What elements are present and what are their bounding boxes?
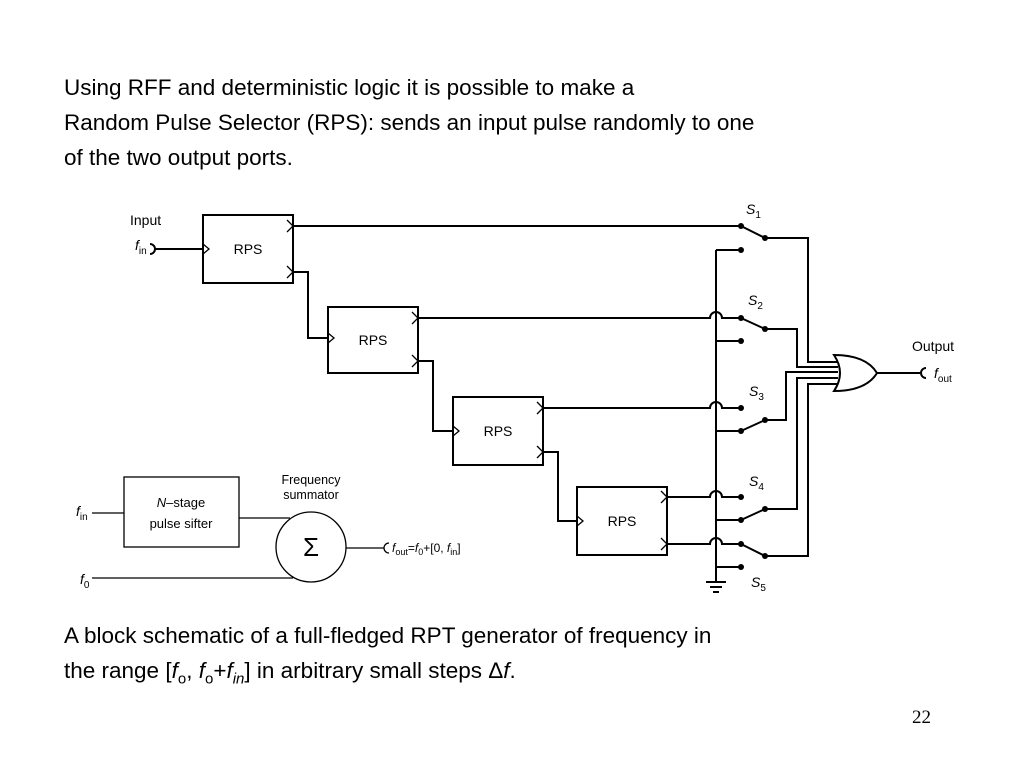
switch-label-s2: S2	[748, 292, 763, 312]
intro-line-2: Random Pulse Selector (RPS): sends an in…	[64, 110, 755, 135]
svg-text:RPS: RPS	[608, 513, 637, 529]
summator-output-terminal	[346, 542, 390, 554]
output-f-label: fout	[934, 365, 952, 385]
or-gate	[832, 353, 879, 393]
rps-block-4: RPS	[576, 486, 668, 556]
output-label: Output	[912, 338, 954, 354]
intro-paragraph: Using RFF and deterministic logic it is …	[64, 70, 754, 175]
summator-label-line2: summator	[283, 488, 339, 502]
rps4-top-output	[667, 490, 740, 498]
rps-block-1: RPS	[202, 214, 294, 284]
sifter-f-in-label: fin	[76, 503, 88, 523]
or-gate-input-wires	[765, 237, 838, 557]
sigma-icon: Σ	[303, 532, 319, 562]
caption-line-2: the range [fo, fo+fin] in arbitrary smal…	[64, 658, 516, 688]
input-f-label: fin	[135, 237, 147, 257]
cascade-wire-1	[293, 271, 328, 339]
ground-taps	[716, 249, 740, 568]
input-label: Input	[130, 212, 161, 228]
rps-block-2: RPS	[327, 306, 419, 374]
svg-text:RPS: RPS	[359, 332, 388, 348]
svg-text:RPS: RPS	[484, 423, 513, 439]
rps2-top-output	[418, 311, 740, 319]
ground-icon	[706, 581, 726, 593]
f0-label: f0	[80, 571, 90, 591]
cascade-wire-2	[418, 360, 453, 432]
rps3-top-output	[543, 401, 740, 409]
switch-label-s1: S1	[746, 201, 761, 221]
pulse-sifter-block: N–stage pulse sifter	[123, 476, 240, 548]
rps4-bottom-output	[667, 537, 740, 545]
svg-text:RPS: RPS	[234, 241, 263, 257]
summator-label-line1: Frequency	[281, 473, 341, 487]
intro-line-1: Using RFF and deterministic logic it is …	[64, 75, 635, 100]
cascade-wire-3	[543, 451, 577, 522]
input-terminal	[149, 243, 203, 255]
svg-text:N–stage: N–stage	[157, 495, 205, 510]
rps-block-3: RPS	[452, 396, 544, 466]
output-terminal	[877, 367, 927, 379]
caption-paragraph: A block schematic of a full-fledged RPT …	[64, 618, 711, 697]
caption-line-1: A block schematic of a full-fledged RPT …	[64, 623, 712, 648]
svg-text:pulse sifter: pulse sifter	[150, 516, 214, 531]
intro-line-3: of the two output ports.	[64, 145, 293, 170]
summator-output-formula: fout=f0+[0, fin]	[392, 541, 461, 557]
page-number: 22	[912, 707, 931, 728]
switch-blades	[740, 225, 766, 557]
switch-label-s3: S3	[749, 383, 764, 403]
switch-label-s5: S5	[751, 574, 766, 594]
switch-label-s4: S4	[749, 473, 764, 493]
frequency-summator: Σ	[275, 511, 347, 583]
